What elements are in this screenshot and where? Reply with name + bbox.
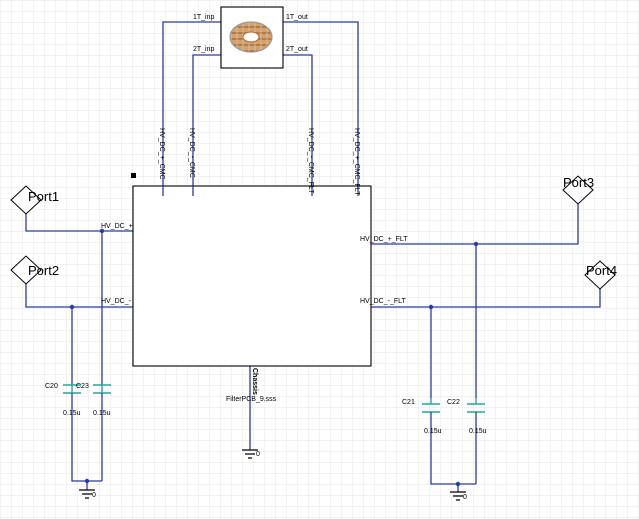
junction-dot xyxy=(69,304,75,310)
wire-port4 xyxy=(371,289,601,308)
ground-icon xyxy=(242,449,258,459)
ground-symbol[interactable]: 0 xyxy=(450,491,467,501)
capacitor-value: 0.15u xyxy=(93,410,111,417)
junction-dot xyxy=(455,481,461,487)
capacitor-name: C22 xyxy=(447,399,460,406)
pin-label-chassis: Chassis xyxy=(251,368,258,395)
ground-label: 0 xyxy=(256,451,260,458)
wire-1t-inp xyxy=(162,21,221,186)
wire-2t-inp xyxy=(192,54,221,186)
pin-label-top-1: HV_DC_+_CMC xyxy=(158,128,165,180)
capacitor-name: C23 xyxy=(76,383,89,390)
junction-dot xyxy=(428,304,434,310)
port1-label: Port1 xyxy=(28,189,59,204)
pin-label-right-top: HV_DC_+_FLT xyxy=(360,236,408,243)
port2[interactable]: Port2 xyxy=(10,255,59,285)
capacitor-value: 0.15u xyxy=(63,410,81,417)
ground-icon xyxy=(450,491,466,501)
capacitor-value: 0.15u xyxy=(469,428,487,435)
port1[interactable]: Port1 xyxy=(10,185,59,215)
wires xyxy=(25,21,601,492)
ground-icon xyxy=(79,489,95,499)
common-mode-choke[interactable]: 1T_inp 2T_inp 1T_out 2T_out xyxy=(193,6,308,69)
junction-dot xyxy=(473,241,479,247)
top-pin-stubs xyxy=(162,186,359,196)
wire-port1 xyxy=(25,214,133,232)
pin-label-right-bottom: HV_DC_-_FLT xyxy=(360,298,406,305)
wire-c20-bottom xyxy=(71,412,102,482)
capacitor-c23[interactable]: C23 0.15u xyxy=(76,383,111,417)
ground-symbol[interactable]: 0 xyxy=(242,449,260,459)
pin-label-top-2: HV_DC_-_CMC xyxy=(188,128,195,178)
capacitor-c20[interactable]: C20 0.15u xyxy=(45,383,81,417)
ground-symbol[interactable]: 0 xyxy=(79,489,96,499)
port-diamond-icon[interactable] xyxy=(562,175,594,205)
toroid-core-icon xyxy=(242,31,260,43)
ground-label: 0 xyxy=(463,494,467,501)
pin-label-left-top: HV_DC_+ xyxy=(101,223,133,230)
filter-pcb-block[interactable]: HV_DC_+ HV_DC_- HV_DC_+_FLT HV_DC_-_FLT … xyxy=(101,128,408,403)
capacitor-c22[interactable]: C22 0.15u xyxy=(447,398,487,435)
pin-label-top-3: HV_DC_-_CMC_FLT xyxy=(307,128,314,194)
port3[interactable]: Port3 xyxy=(562,175,594,205)
ground-label: 0 xyxy=(92,492,96,499)
junction-dot xyxy=(84,478,90,484)
choke-pin-2t-out: 2T_out xyxy=(286,46,308,53)
port-diamond-icon[interactable] xyxy=(584,260,616,290)
capacitor-name: C21 xyxy=(402,399,415,406)
filter-pcb-body[interactable] xyxy=(132,185,372,367)
choke-pin-1t-out: 1T_out xyxy=(286,14,308,21)
wire-2t-out xyxy=(283,54,313,186)
wire-port2 xyxy=(25,284,133,308)
port4-label: Port4 xyxy=(586,263,617,278)
port-diamond-icon[interactable] xyxy=(10,185,42,215)
port3-label: Port3 xyxy=(563,175,594,190)
pin-label-left-bottom: HV_DC_- xyxy=(101,298,132,305)
capacitor-name: C20 xyxy=(45,383,58,390)
junction-dot xyxy=(99,228,105,234)
block-name: FilterPCB_9.sss xyxy=(226,396,277,403)
port4[interactable]: Port4 xyxy=(584,260,617,290)
port-diamond-icon[interactable] xyxy=(10,255,42,285)
junctions xyxy=(69,228,479,487)
wire-1t-out xyxy=(283,21,359,186)
pin-label-top-4: HV_DC_+_CMC_FLT xyxy=(353,128,360,196)
wire-port3 xyxy=(371,204,579,245)
capacitor-c21[interactable]: C21 0.15u xyxy=(402,398,442,435)
block-marker xyxy=(131,173,136,178)
port2-label: Port2 xyxy=(28,263,59,278)
wire-c21-bottom xyxy=(430,424,476,485)
choke-pin-1t-inp: 1T_inp xyxy=(193,14,215,21)
capacitor-value: 0.15u xyxy=(424,428,442,435)
choke-pin-2t-inp: 2T_inp xyxy=(193,46,215,53)
